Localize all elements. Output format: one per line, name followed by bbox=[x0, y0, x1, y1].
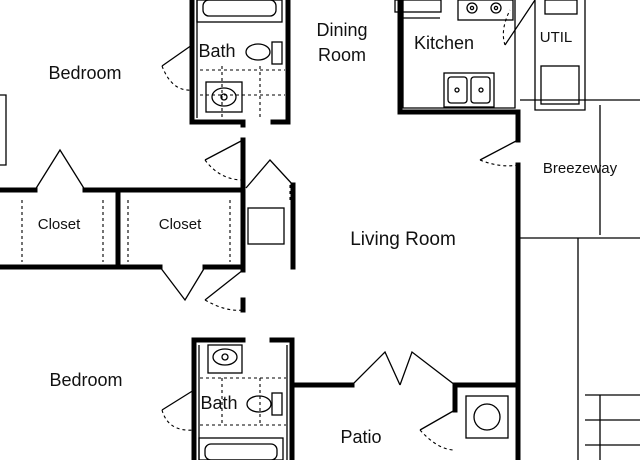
label-dining-line1: Dining bbox=[316, 20, 367, 40]
label-bath-top: Bath bbox=[198, 41, 235, 61]
label-bath-bottom: Bath bbox=[200, 393, 237, 413]
label-bedroom-top: Bedroom bbox=[48, 63, 121, 83]
room-labels: Bedroom Bath Dining Room Kitchen UTIL Br… bbox=[38, 20, 618, 447]
walls bbox=[0, 0, 521, 460]
label-closet-right: Closet bbox=[159, 216, 202, 233]
label-dining-line2: Room bbox=[318, 45, 366, 65]
label-closet-left: Closet bbox=[38, 216, 81, 233]
label-kitchen: Kitchen bbox=[414, 33, 474, 53]
label-breezeway: Breezeway bbox=[543, 160, 618, 177]
label-living-room: Living Room bbox=[350, 229, 456, 250]
label-bedroom-bottom: Bedroom bbox=[49, 370, 122, 390]
label-patio: Patio bbox=[340, 427, 381, 447]
label-util: UTIL bbox=[540, 29, 573, 46]
